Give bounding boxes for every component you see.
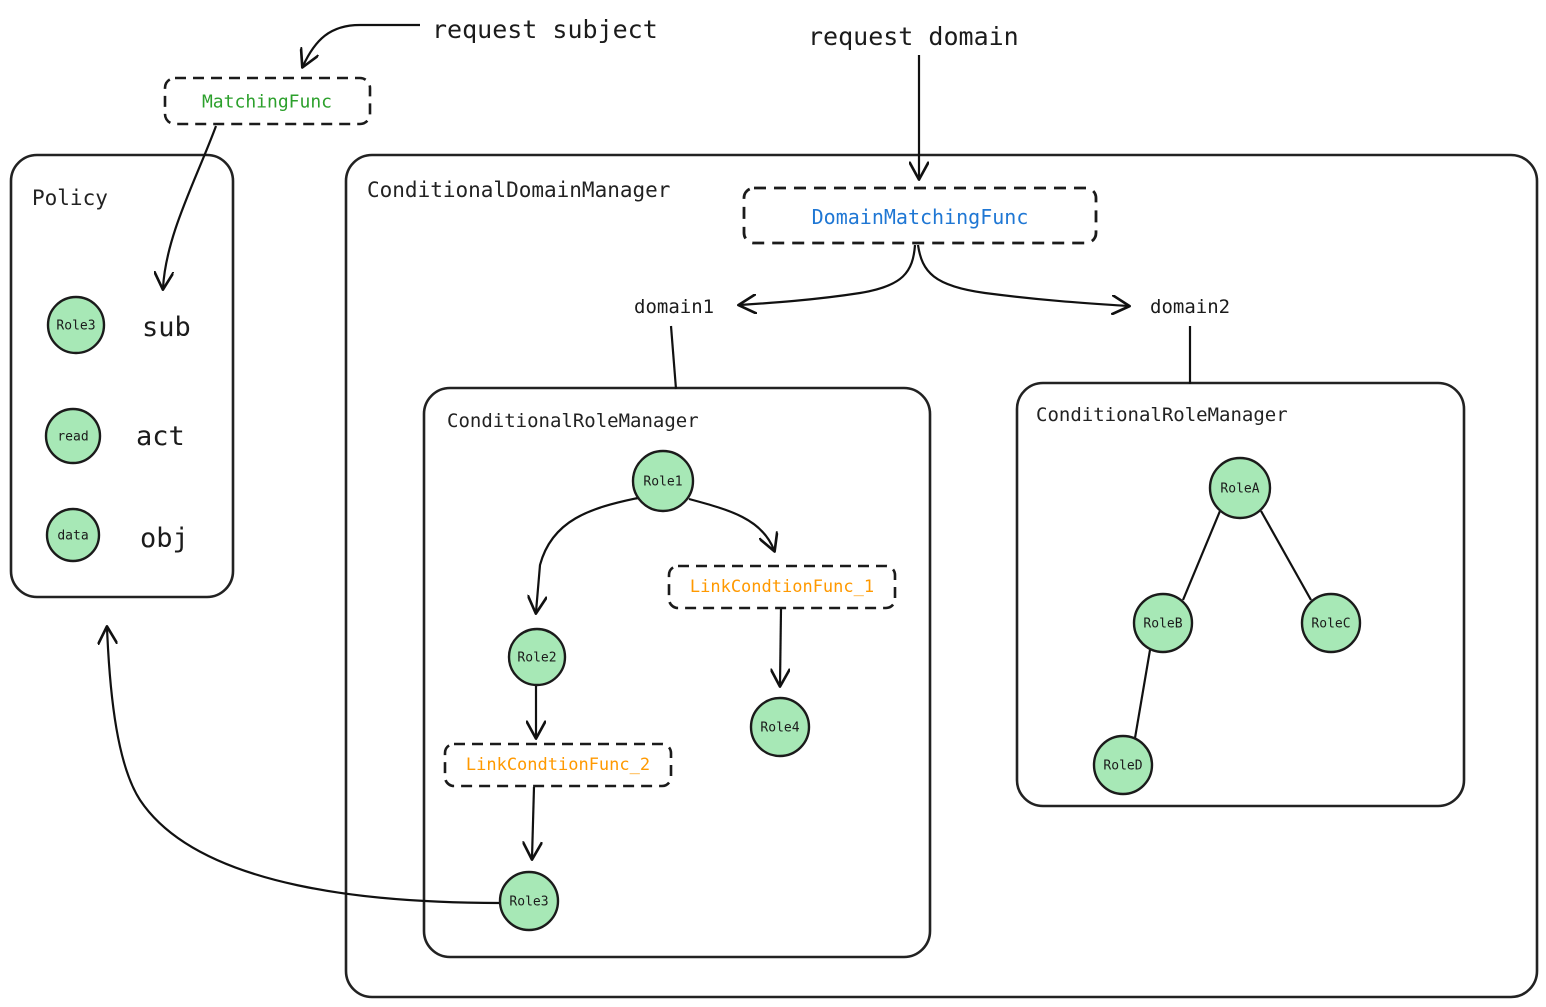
edge-roleb-to-roled (1133, 649, 1152, 739)
conditional-domain-manager-container (344, 153, 1539, 999)
policy-title: Policy (32, 186, 108, 210)
edge-domain-matching-func-to-domain2 (916, 244, 1128, 306)
policy-node-data-label: data (57, 529, 88, 544)
node-role1[interactable] (631, 449, 695, 513)
node-roled-label: RoleD (1103, 759, 1142, 774)
annotation-request-domain: request domain (808, 22, 1019, 51)
policy-node-read-label: read (57, 430, 88, 445)
policy-container (9, 153, 235, 599)
policy-node-role3[interactable] (46, 295, 106, 355)
policy-node-read[interactable] (44, 407, 102, 465)
edge-role1-to-link-condtion-func-1 (688, 497, 774, 550)
node-roled[interactable] (1092, 734, 1154, 796)
policy-row-label-act: act (136, 421, 185, 452)
annotation-request-subject: request subject (432, 15, 658, 44)
node-role4[interactable] (749, 696, 811, 758)
edge-rolea-to-rolec (1260, 510, 1312, 601)
policy-row-label-sub: sub (142, 312, 191, 343)
edge-matching-func-to-policy-sub (163, 125, 218, 288)
edge-domain1-to-role-manager-left (669, 325, 678, 390)
link-condtion-func-1-box[interactable] (667, 564, 897, 610)
node-roleb-label: RoleB (1143, 617, 1182, 632)
edge-link-condtion-func-1-to-role4 (780, 608, 781, 685)
node-role3-label: Role3 (509, 895, 548, 910)
edge-domain-matching-func-to-domain1 (740, 244, 917, 305)
node-rolec-label: RoleC (1311, 617, 1350, 632)
policy-row-label-obj: obj (140, 523, 189, 554)
node-role2-label: Role2 (517, 651, 556, 666)
matching-func-box[interactable] (163, 76, 372, 126)
branch-label-domain1: domain1 (634, 296, 714, 318)
conditional-role-manager-domain1-title: ConditionalRoleManager (447, 410, 699, 432)
link-condtion-func-1-label: LinkCondtionFunc_1 (690, 577, 874, 597)
node-role4-label: Role4 (760, 721, 799, 736)
policy-node-role3-label: Role3 (56, 319, 95, 334)
edge-role3-to-policy (107, 628, 501, 905)
node-rolea[interactable] (1208, 456, 1272, 520)
matching-func-label: MatchingFunc (202, 92, 332, 113)
domain-matching-func-box[interactable] (742, 186, 1098, 245)
edge-link-condtion-func-2-to-role3 (532, 786, 534, 858)
edge-request-subject-to-matching-func (303, 23, 420, 66)
node-rolea-label: RoleA (1220, 482, 1259, 497)
policy-node-data[interactable] (45, 507, 101, 563)
branch-label-domain2: domain2 (1150, 296, 1230, 318)
link-condtion-func-2-label: LinkCondtionFunc_2 (466, 755, 650, 775)
node-role3[interactable] (498, 870, 560, 932)
node-rolec[interactable] (1300, 592, 1362, 654)
link-condtion-func-2-box[interactable] (443, 742, 673, 788)
node-role2[interactable] (507, 627, 567, 687)
edge-rolea-to-roleb (1181, 510, 1222, 601)
conditional-role-manager-domain2-container (1015, 381, 1466, 808)
node-role1-label: Role1 (643, 475, 682, 490)
conditional-domain-manager-title: ConditionalDomainManager (367, 178, 670, 202)
edge-role1-to-role2 (536, 496, 639, 612)
node-roleb[interactable] (1132, 592, 1194, 654)
domain-matching-func-label: DomainMatchingFunc (812, 205, 1029, 229)
conditional-role-manager-domain2-title: ConditionalRoleManager (1036, 404, 1288, 426)
